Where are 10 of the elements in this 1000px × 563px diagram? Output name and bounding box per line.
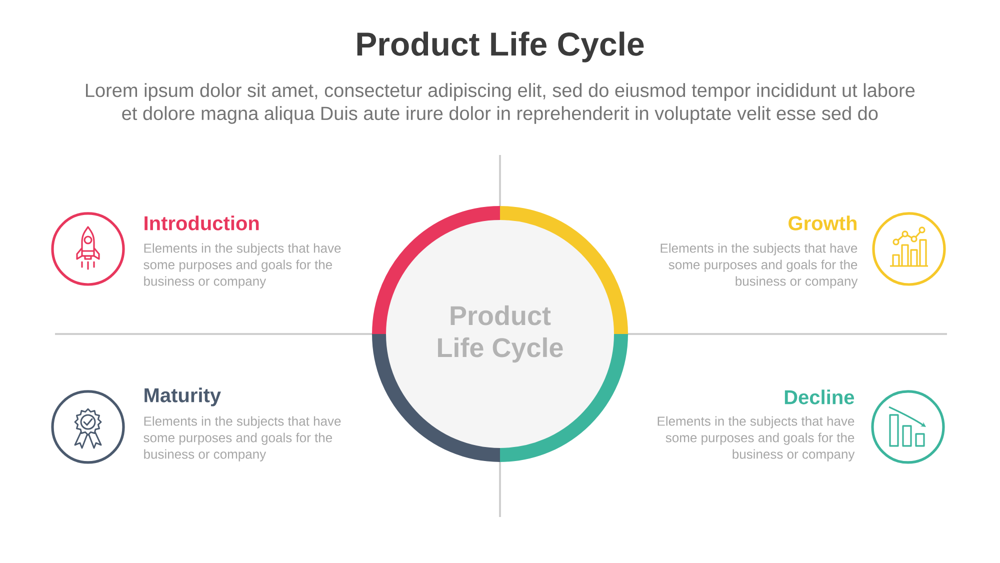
stage-heading: Introduction xyxy=(144,216,259,230)
description-text: Elements in the subjects that have some purposes and goals for the business or company xyxy=(660,243,858,288)
description-text: Elements in the subjects that have some purposes and goals for the business or company xyxy=(144,243,341,288)
description-text: Elements in the subjects that have some purposes and goals for the business or company xyxy=(658,416,855,462)
title: Product Life Cycle xyxy=(357,32,644,62)
subtitle-text: Lorem ipsum dolor sit amet, consectetur adipiscing elit, sed do eiusmod tempor incididunt ut labore et dolore magna aliqua Duis aute irure dolor in reprehenderit in voluptate velit esse sed do xyxy=(86,83,915,124)
stage-heading: Maturity xyxy=(144,388,221,406)
stage-heading: Decline xyxy=(784,390,854,404)
stage-heading: Growth xyxy=(788,216,856,230)
description-text: Elements in the subjects that have some purposes and goals for the business or company xyxy=(144,416,341,462)
